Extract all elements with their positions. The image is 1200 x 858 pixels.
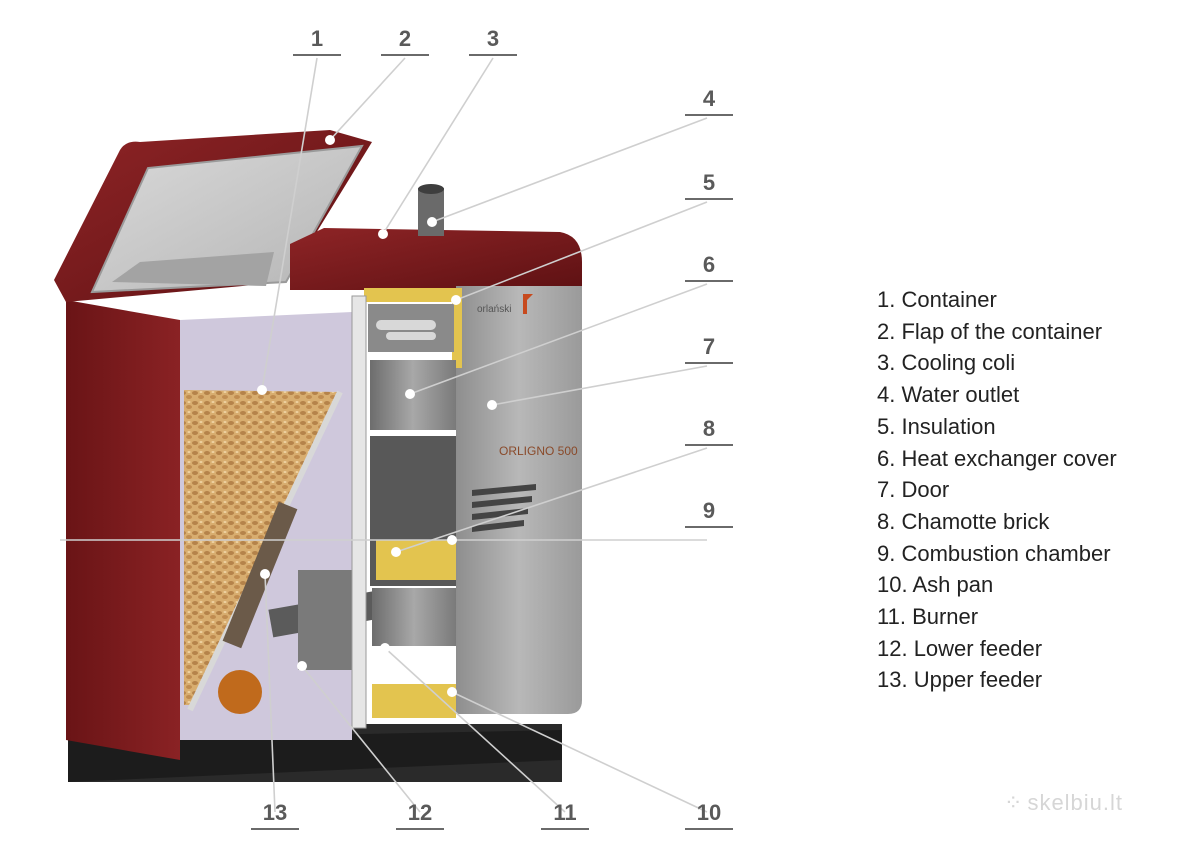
model-badge: ORLIGNO 500	[499, 444, 578, 458]
watermark-text: skelbiu.lt	[1027, 790, 1124, 815]
brand-logo-icon	[523, 294, 533, 314]
legend-item: 9. Combustion chamber	[877, 540, 1111, 566]
container-flap-shadow	[112, 252, 274, 286]
legend-item: 10. Ash pan	[877, 572, 994, 598]
callout-11: 11	[541, 800, 589, 830]
callout-9: 9	[685, 498, 733, 528]
legend-item: 13. Upper feeder	[877, 667, 1043, 693]
callout-10: 10	[685, 800, 733, 830]
callout-4: 4	[685, 86, 733, 116]
legend-item: 1. Container	[877, 287, 997, 312]
callout-12: 12	[396, 800, 444, 830]
boiler-top-red	[290, 228, 582, 290]
insulation-side	[452, 288, 462, 368]
chamotte-brick	[376, 540, 456, 580]
insulation-layer	[364, 288, 456, 302]
callout-1: 1	[293, 26, 341, 56]
callout-8: 8	[685, 416, 733, 446]
legend-item: 3. Cooling coli	[877, 350, 1016, 376]
legend-item: 5. Insulation	[877, 413, 996, 439]
legend-item: 2. Flap of the container	[877, 318, 1103, 344]
leader-dots	[257, 135, 497, 697]
dots-logo-icon: ⁘	[1004, 790, 1024, 815]
brand-badge: orlański	[477, 304, 511, 315]
water-outlet-pipe	[418, 188, 444, 236]
legend-item: 7. Door	[877, 477, 950, 503]
burner-housing	[298, 570, 358, 670]
callout-5: 5	[685, 170, 733, 200]
legend-item: 11. Burner	[877, 604, 979, 630]
leader-lines	[60, 57, 708, 813]
callout-7: 7	[685, 334, 733, 364]
legend-item: 4. Water outlet	[877, 382, 1020, 408]
legend-item: 12. Lower feeder	[877, 635, 1043, 661]
callout-13: 13	[251, 800, 299, 830]
upper-feeder-auger	[222, 501, 298, 649]
water-outlet-rim	[418, 184, 444, 194]
callout-6: 6	[685, 252, 733, 282]
center-frame	[351, 295, 367, 729]
callout-2: 2	[381, 26, 429, 56]
cooling-coil	[376, 320, 436, 340]
parts-legend: 1. Container 2. Flap of the container 3.…	[877, 284, 1117, 696]
door-vents	[472, 484, 536, 532]
hopper-casing	[66, 300, 180, 760]
legend-item: 6. Heat exchanger cover	[877, 445, 1117, 471]
watermark: ⁘skelbiu.lt	[1004, 790, 1123, 816]
burner-grate	[372, 588, 456, 646]
boiler-base-shadow	[68, 730, 562, 782]
callout-3: 3	[469, 26, 517, 56]
feeder-motor	[218, 670, 262, 714]
legend-item: 8. Chamotte brick	[877, 508, 1050, 534]
